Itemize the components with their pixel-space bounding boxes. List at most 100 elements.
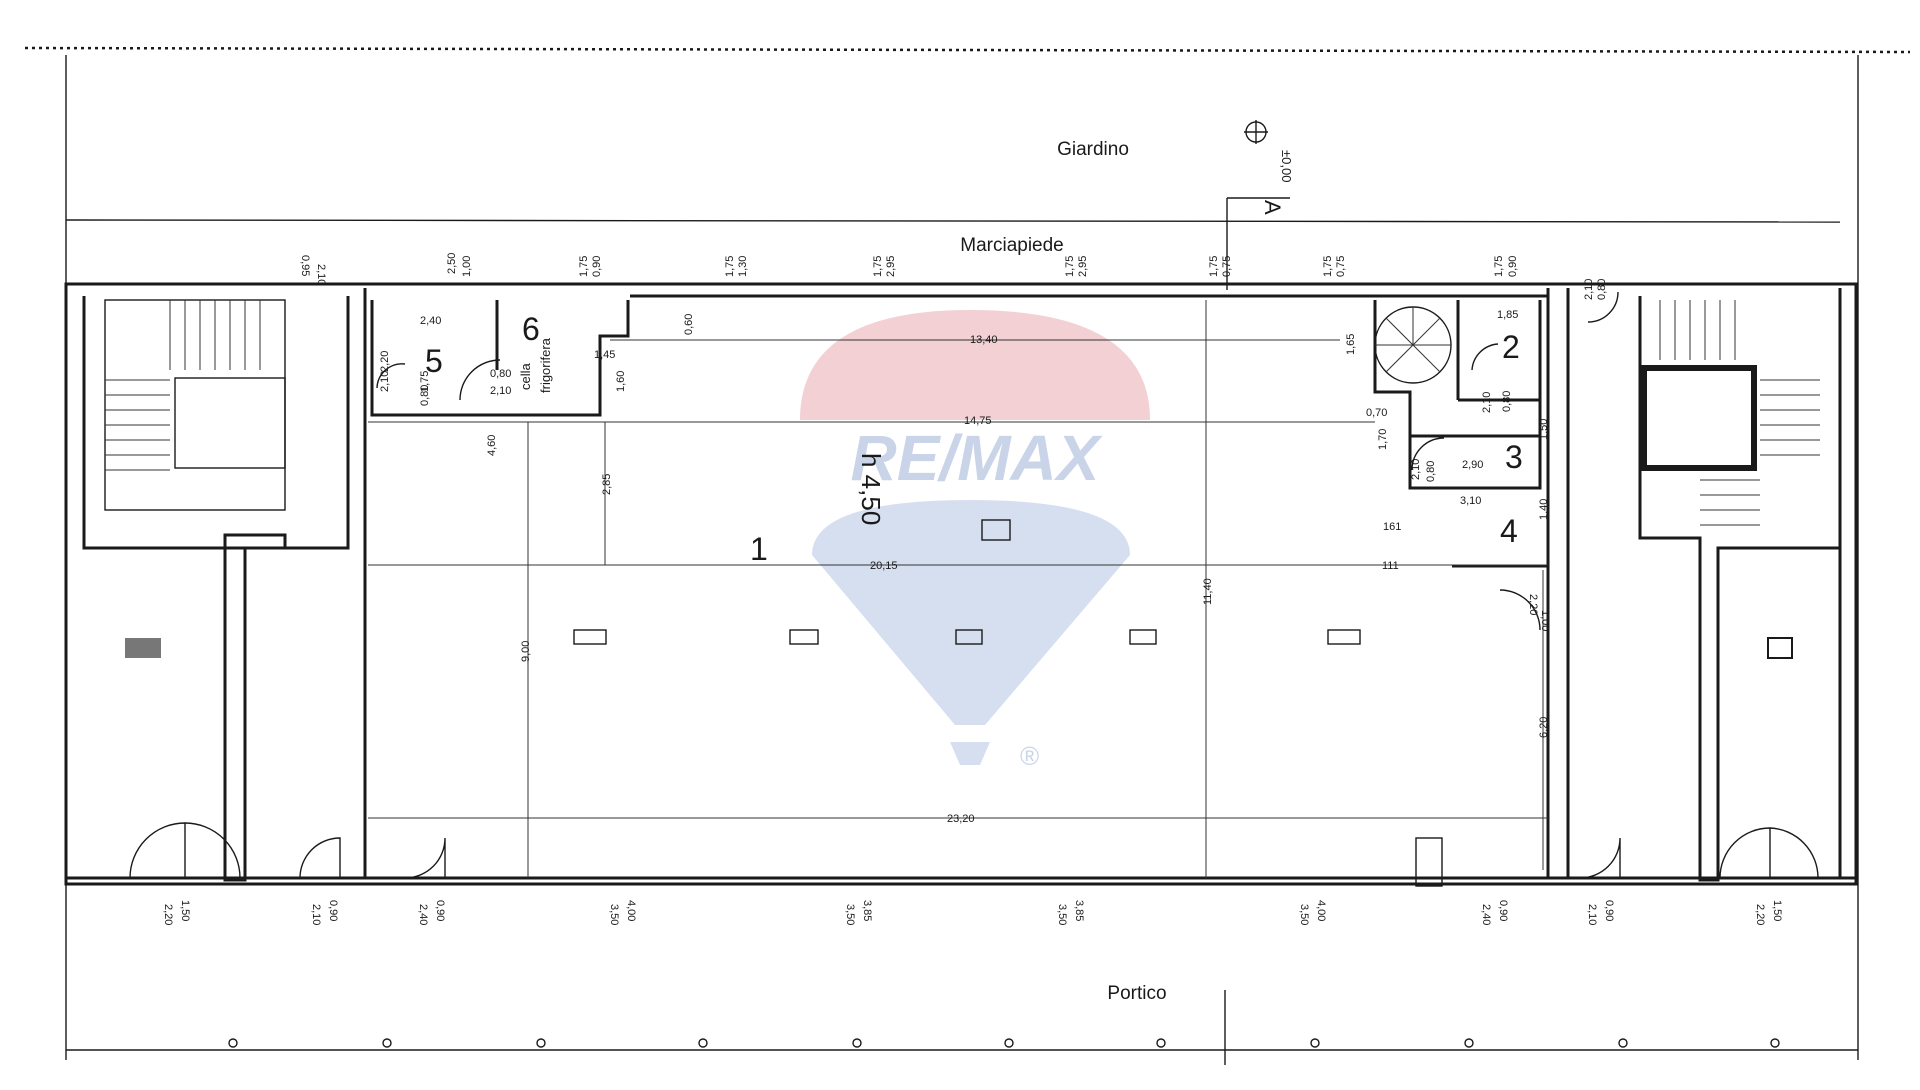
bottom-dimension-label: 1,50 xyxy=(179,900,191,921)
portico-column xyxy=(1770,1038,1780,1048)
top-dimension-label: 2,10 xyxy=(315,264,327,285)
portico-column xyxy=(698,1038,708,1048)
building-walls xyxy=(64,282,1858,886)
bottom-dimension-label: 2,10 xyxy=(1586,904,1598,925)
interior-dimension-label: 2,10 xyxy=(1481,392,1493,413)
interior-dimension-label: 2,85 xyxy=(601,474,613,495)
bottom-dimension-label: 2,20 xyxy=(162,904,174,925)
interior-dimension-label: 14,75 xyxy=(964,415,992,427)
room-number-4: 4 xyxy=(1500,513,1518,549)
column xyxy=(1327,629,1361,645)
interior-dimension-label: 2,10 xyxy=(1410,459,1422,480)
portico-column xyxy=(1618,1038,1628,1048)
watermark-registered: ® xyxy=(1020,741,1039,771)
interior-dimension-label: 2,40 xyxy=(420,315,441,327)
section-marker: A xyxy=(1226,197,1290,290)
interior-dimension-label: 0,60 xyxy=(683,314,695,335)
bottom-dimension-label: 0,90 xyxy=(1497,900,1509,921)
top-dimension-label: 0,90 xyxy=(1507,256,1519,277)
garden-label: Giardino xyxy=(1057,139,1129,160)
interior-dimension-label: 20,15 xyxy=(870,560,898,572)
bottom-dimension-label: 3,50 xyxy=(1298,904,1310,925)
bottom-dimension-label: 3,85 xyxy=(1073,900,1085,921)
columns xyxy=(573,519,1361,645)
room-number-6: 6 xyxy=(522,311,540,347)
watermark-text: RE/MAX xyxy=(851,422,1103,494)
top-dimension-label: 2,50 xyxy=(446,253,458,274)
sidewalk-label: Marciapiede xyxy=(960,235,1064,256)
bottom-dimension-label: 2,40 xyxy=(417,904,429,925)
level-label: ±0,00 xyxy=(1279,150,1294,182)
top-dimension-label: 1,75 xyxy=(1208,256,1220,277)
bottom-dimension-label: 2,20 xyxy=(1754,904,1766,925)
right-stairwell xyxy=(1638,296,1840,882)
level-marker: ±0,00 xyxy=(1244,120,1294,182)
column xyxy=(1129,629,1157,645)
property-boundary-top xyxy=(24,46,1911,54)
top-dimension-label: 1,00 xyxy=(461,256,473,277)
column xyxy=(789,629,819,645)
interior-dimension-label: 0,80 xyxy=(419,385,431,406)
bottom-dimension-label: 3,50 xyxy=(608,904,620,925)
top-dimension-label: 1,75 xyxy=(578,256,590,277)
portico-column xyxy=(382,1038,392,1048)
portico-column xyxy=(536,1038,546,1048)
interior-dimension-label: 13,40 xyxy=(970,334,998,346)
interior-dimension-label: 1,50 xyxy=(1538,419,1550,440)
room-number-3: 3 xyxy=(1505,439,1523,475)
column xyxy=(955,629,983,645)
room-number-2: 2 xyxy=(1502,329,1520,365)
bottom-dimension-group: 1,50 2,20 0,90 2,10 0,90 2,40 4,00 3,50 3,85 3,50… xyxy=(162,900,1783,925)
top-dimension-label: 1,75 xyxy=(1493,256,1505,277)
cold-room-label-1: cella xyxy=(518,362,533,390)
watermark-balloon-top xyxy=(800,310,1150,420)
interior-dimension-label: 161 xyxy=(1383,521,1401,533)
height-label: h 4,50 xyxy=(856,453,886,525)
bottom-dimension-label: 2,10 xyxy=(310,904,322,925)
portico-column xyxy=(1156,1038,1166,1048)
interior-dimension-label: 1,40 xyxy=(1538,499,1550,520)
portico-columns xyxy=(228,1038,1780,1048)
portico-column xyxy=(1464,1038,1474,1048)
top-dimension-label: 0,90 xyxy=(591,256,603,277)
top-dimension-label: 1,75 xyxy=(724,256,736,277)
interior-dimension-label: 23,20 xyxy=(947,813,975,825)
bottom-dimension-label: 4,00 xyxy=(625,900,637,921)
bottom-dimension-label: 0,90 xyxy=(434,900,446,921)
bottom-dimension-label: 2,40 xyxy=(1480,904,1492,925)
watermark-balloon-bottom xyxy=(812,500,1130,725)
interior-dimension-label: 0,80 xyxy=(490,368,511,380)
left-shaft xyxy=(125,638,161,658)
interior-dimension-label: 6,20 xyxy=(1538,717,1550,738)
portico-column xyxy=(228,1038,238,1048)
rooms-5-6 xyxy=(370,300,630,417)
top-dimension-label: 1,75 xyxy=(1322,256,1334,277)
cold-room-label-2: frigorifera xyxy=(538,337,553,393)
interior-dimension-label: 0,70 xyxy=(1366,407,1387,419)
interior-dimension-label: 1,60 xyxy=(615,371,627,392)
top-dimension-label: 2,10 xyxy=(1583,279,1595,300)
bottom-dimension-label: 0,90 xyxy=(1603,900,1615,921)
interior-dimension-label: 0,80 xyxy=(1425,461,1437,482)
watermark-basket xyxy=(950,742,990,765)
interior-dimension-label: 2,20 xyxy=(379,351,391,372)
top-dimension-label: 2,95 xyxy=(1077,256,1089,277)
portico-column xyxy=(1004,1038,1014,1048)
rooms-2-3-4 xyxy=(1373,300,1548,631)
right-shaft xyxy=(1767,637,1793,659)
interior-dimension-label: 3,10 xyxy=(1460,495,1481,507)
top-dimension-label: 1,75 xyxy=(872,256,884,277)
interior-dimension-label: 111 xyxy=(1382,560,1399,572)
section-label: A xyxy=(1260,200,1285,215)
top-dimension-label: 0,75 xyxy=(1335,256,1347,277)
sidewalk-edge xyxy=(65,219,1841,223)
interior-dimension-label: 1,45 xyxy=(594,349,615,361)
top-dimension-label: 1,30 xyxy=(737,256,749,277)
facade-doors xyxy=(129,291,1819,887)
column xyxy=(981,519,1011,541)
interior-dimension-label: 1,75 xyxy=(419,371,431,392)
interior-dimension-label: 2,10 xyxy=(379,371,391,392)
